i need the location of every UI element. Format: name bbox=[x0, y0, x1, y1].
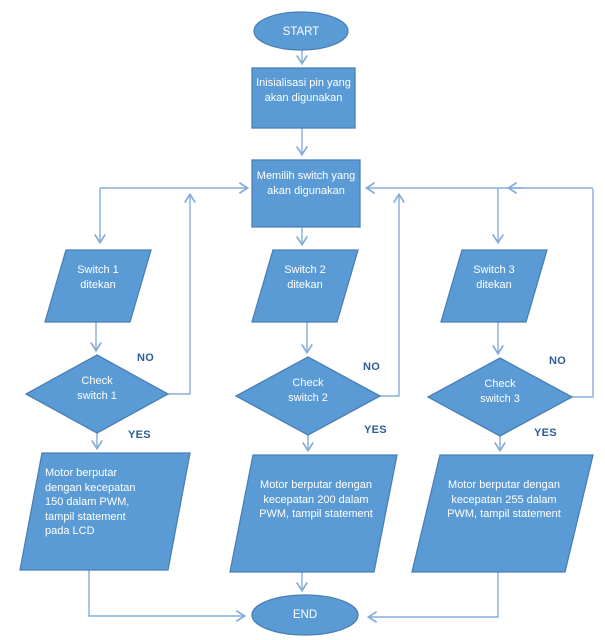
switch2-input-shape bbox=[251, 249, 359, 323]
motor3-node-label: Motor berputar dengan kecepatan 255 dala… bbox=[447, 479, 561, 521]
check1-yes-label: YES bbox=[128, 429, 151, 441]
end-node-label: END bbox=[292, 609, 318, 621]
start-terminator-shape bbox=[253, 11, 349, 51]
motor2-output-shape bbox=[229, 454, 398, 573]
motor2-node-label: Motor berputar dengan kecepatan 200 dala… bbox=[259, 479, 373, 521]
check3-decision-shape bbox=[426, 357, 574, 437]
select-switch-process-shape bbox=[251, 159, 361, 228]
init-node-label: Inisialisasi pin yang akan digunakan bbox=[256, 77, 351, 104]
switch3-node-label: Switch 3 ditekan bbox=[473, 264, 515, 291]
motor3-output-shape bbox=[411, 454, 594, 573]
check1-no-label: NO bbox=[137, 352, 155, 364]
init-process-shape bbox=[251, 67, 356, 129]
switch3-input-shape bbox=[440, 249, 548, 323]
check2-yes-label: YES bbox=[364, 424, 387, 436]
motor1-node-label: Motor berputar dengan kecepatan 150 dala… bbox=[45, 467, 136, 538]
switch1-node-label: Switch 1 ditekan bbox=[77, 264, 119, 291]
start-node-label: START bbox=[282, 26, 320, 38]
check3-node-label: Check switch 3 bbox=[480, 378, 520, 405]
connector-check2-no-return bbox=[380, 192, 405, 397]
end-terminator-shape bbox=[251, 594, 359, 636]
connector-motor3-end bbox=[366, 572, 499, 623]
connector-motor1-end bbox=[88, 570, 247, 622]
check1-decision-shape bbox=[24, 354, 170, 434]
check3-yes-label: YES bbox=[534, 427, 557, 439]
check2-decision-shape bbox=[234, 356, 382, 436]
connector-check3-no-return bbox=[570, 189, 594, 398]
check3-no-label: NO bbox=[549, 355, 567, 367]
connector-check1-no-return bbox=[168, 192, 196, 395]
switch2-node-label: Switch 2 ditekan bbox=[284, 264, 326, 291]
check2-node-label: Check switch 2 bbox=[288, 377, 328, 404]
motor1-output-shape bbox=[19, 452, 191, 571]
check1-node-label: Check switch 1 bbox=[77, 375, 117, 402]
select-switch-node-label: Memilih switch yang akan digunakan bbox=[256, 170, 356, 197]
switch1-input-shape bbox=[44, 249, 152, 323]
check2-no-label: NO bbox=[363, 361, 381, 373]
